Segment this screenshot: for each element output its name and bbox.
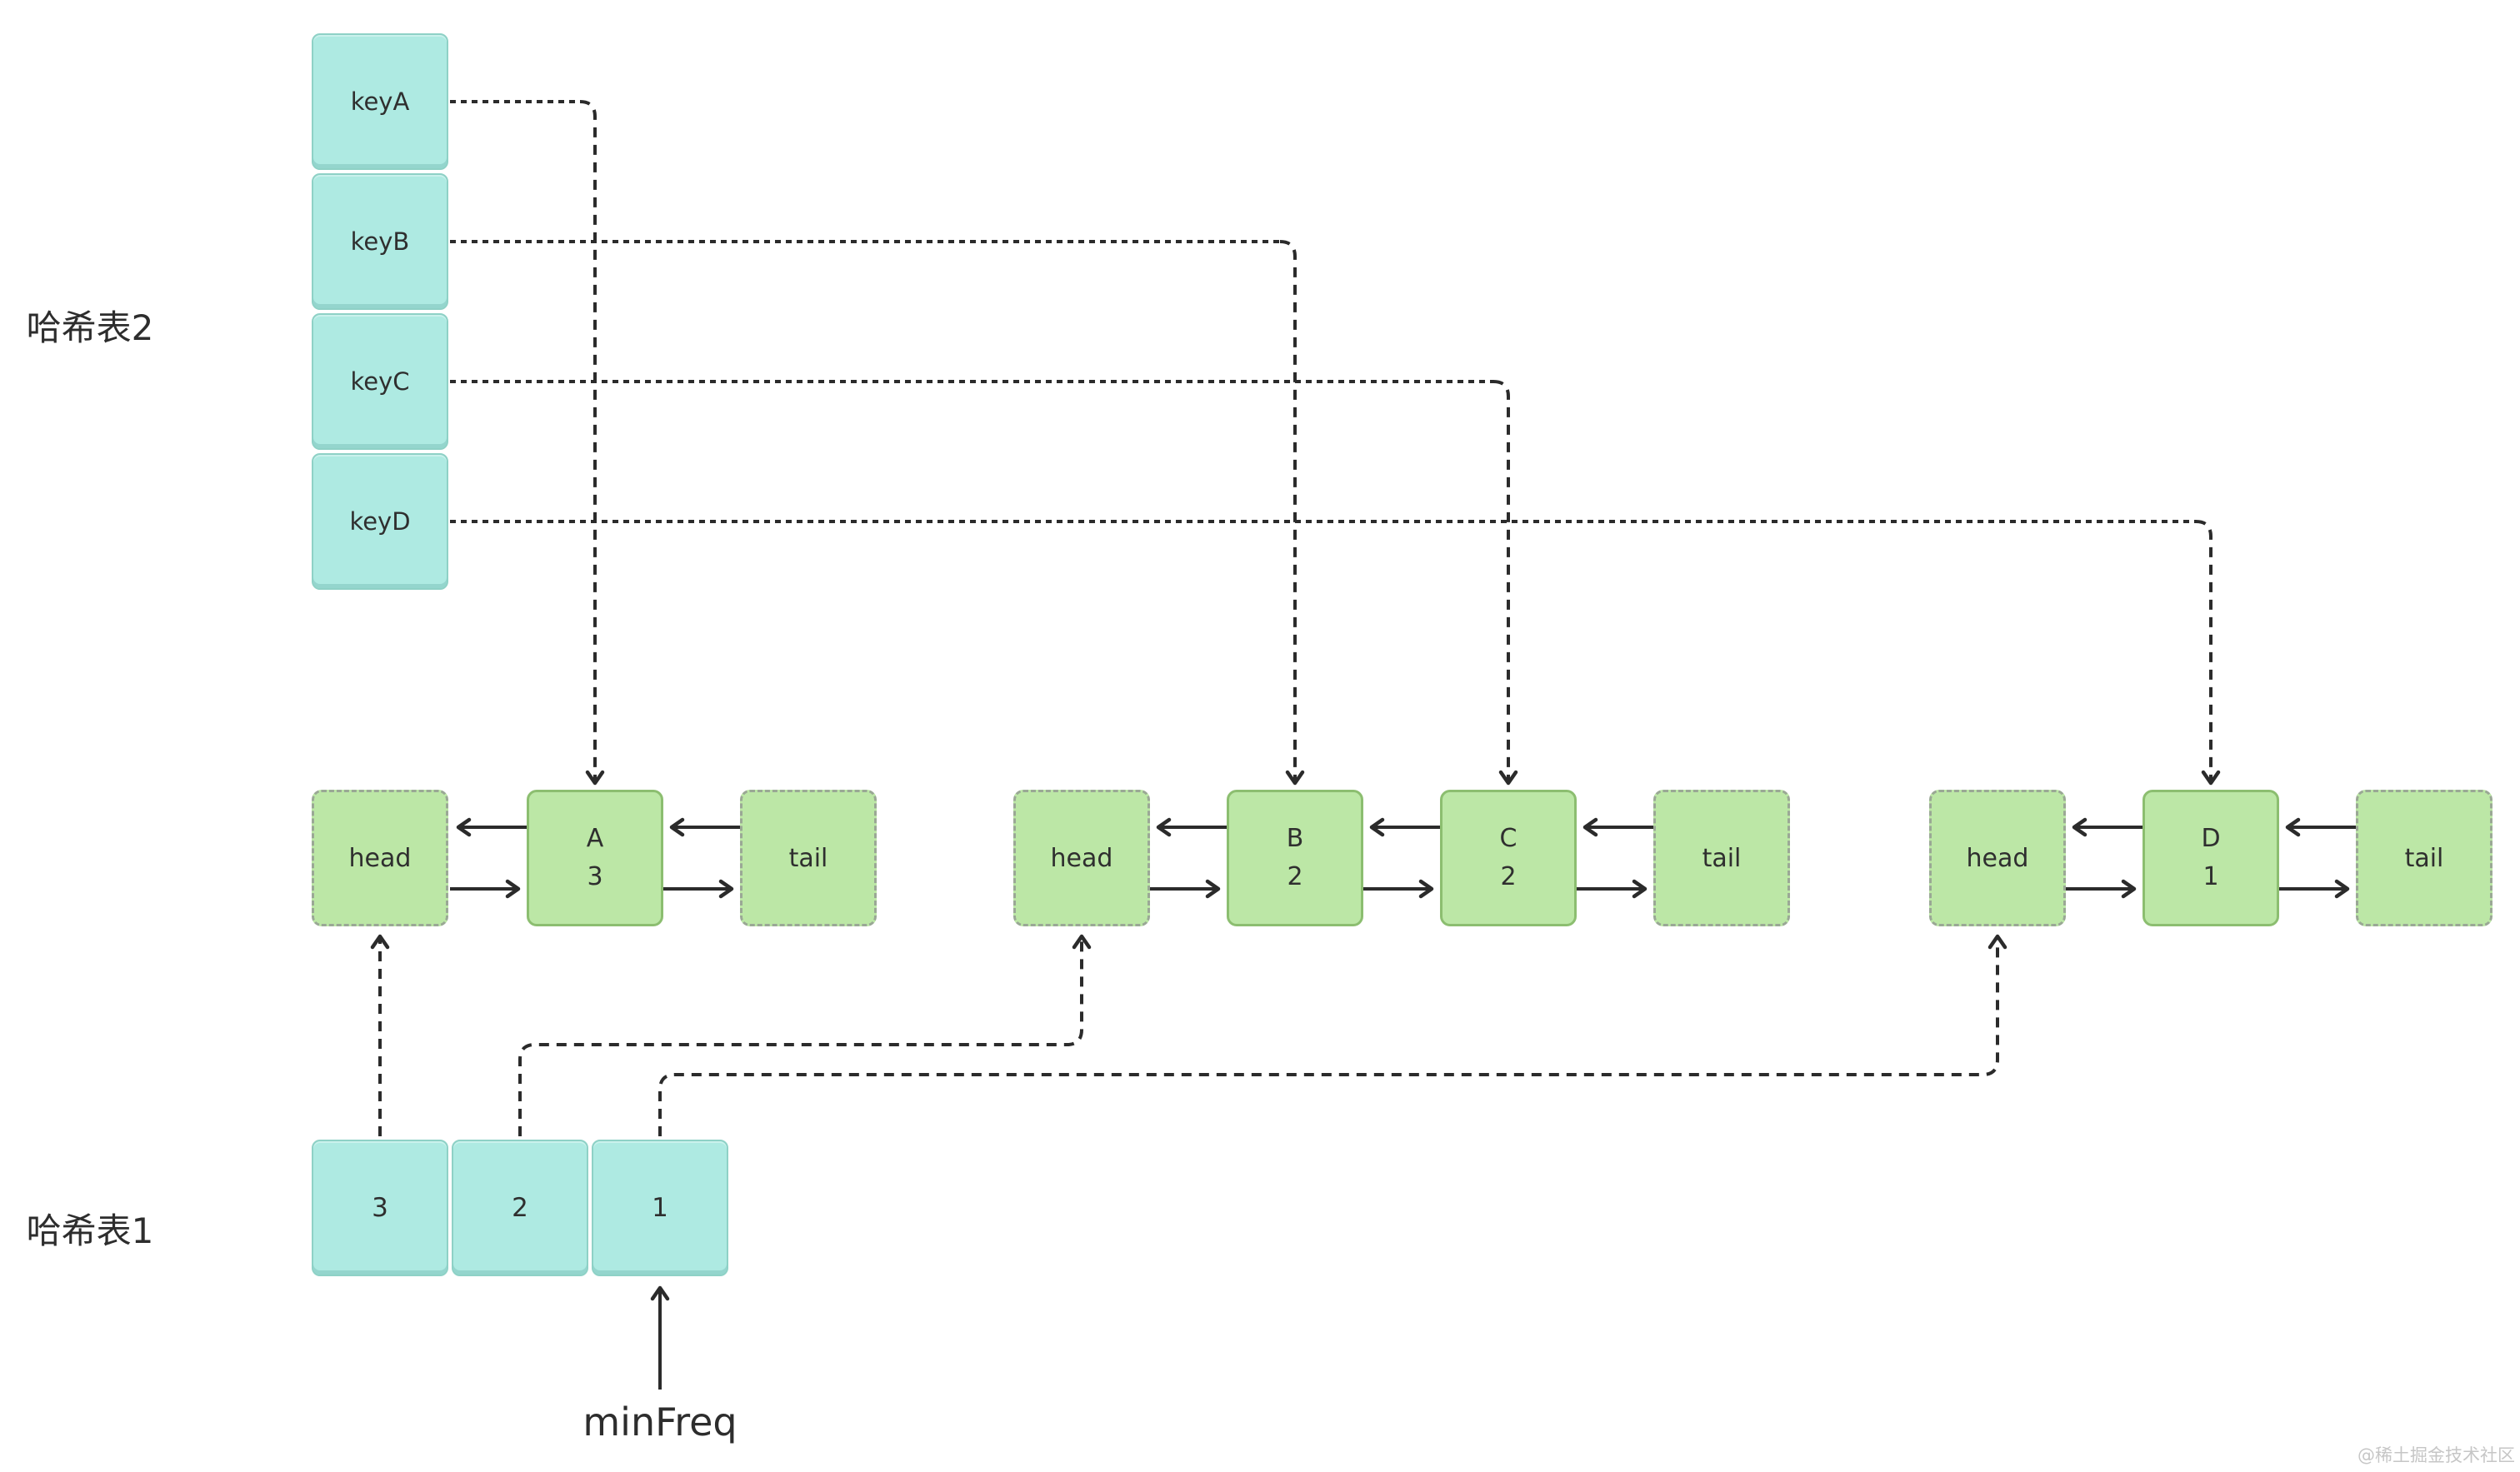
node-freq: 1 bbox=[2202, 862, 2219, 891]
key-label: keyB bbox=[350, 227, 410, 256]
sentinel-label: head bbox=[1050, 843, 1113, 873]
key-label: keyA bbox=[350, 87, 410, 116]
list2-tail: tail bbox=[1653, 790, 1790, 926]
list3-node-D: D 1 bbox=[2142, 790, 2279, 926]
watermark: @稀土掘金技术社区 bbox=[2358, 1445, 2515, 1465]
key-label: keyD bbox=[349, 507, 411, 536]
bucket-box-1: 1 bbox=[592, 1140, 728, 1276]
hash-table-1-label: 哈希表1 bbox=[26, 1210, 154, 1251]
key-label: keyC bbox=[350, 367, 410, 396]
key-box-keyA: keyA bbox=[312, 33, 448, 170]
sentinel-label: head bbox=[348, 843, 412, 873]
sentinel-label: tail bbox=[2404, 843, 2444, 873]
node-text: D 1 bbox=[2201, 826, 2220, 890]
list1-head: head bbox=[312, 790, 448, 926]
min-freq-label: minFreq bbox=[582, 1400, 738, 1445]
bucket-label: 2 bbox=[512, 1193, 528, 1223]
list3-tail: tail bbox=[2356, 790, 2492, 926]
sentinel-label: head bbox=[1966, 843, 2029, 873]
hash-table-2-label: 哈希表2 bbox=[26, 307, 154, 348]
node-key: D bbox=[2201, 824, 2221, 853]
sentinel-label: tail bbox=[788, 843, 828, 873]
pointer-keyB-v bbox=[1279, 240, 1305, 786]
list1-tail: tail bbox=[740, 790, 877, 926]
list1-node-A: A 3 bbox=[527, 790, 663, 926]
node-freq: 3 bbox=[587, 862, 603, 891]
sentinel-label: tail bbox=[1702, 843, 1742, 873]
bucket-box-2: 2 bbox=[452, 1140, 588, 1276]
list2-head: head bbox=[1013, 790, 1150, 926]
list2-node-C: C 2 bbox=[1440, 790, 1577, 926]
node-text: C 2 bbox=[1500, 826, 1518, 890]
bucket-label: 3 bbox=[372, 1193, 388, 1223]
pointer-keyA-v bbox=[579, 100, 605, 786]
list3-head: head bbox=[1929, 790, 2066, 926]
node-text: B 2 bbox=[1287, 826, 1304, 890]
bucket-label: 1 bbox=[652, 1193, 668, 1223]
list2-node-B: B 2 bbox=[1227, 790, 1363, 926]
key-box-keyD: keyD bbox=[312, 453, 448, 590]
key-box-keyC: keyC bbox=[312, 313, 448, 450]
node-key: B bbox=[1286, 824, 1304, 853]
node-freq: 2 bbox=[1500, 862, 1517, 891]
node-text: A 3 bbox=[587, 826, 604, 890]
node-key: C bbox=[1499, 824, 1518, 853]
pointer-keyC-v bbox=[1492, 380, 1518, 786]
pointer-keyD-v bbox=[2195, 520, 2221, 786]
node-key: A bbox=[586, 824, 604, 853]
pointer-bucket2-head2 bbox=[518, 934, 1092, 1136]
key-box-keyB: keyB bbox=[312, 173, 448, 310]
bucket-box-3: 3 bbox=[312, 1140, 448, 1276]
pointer-bucket1-head3 bbox=[658, 934, 2008, 1136]
node-freq: 2 bbox=[1287, 862, 1303, 891]
